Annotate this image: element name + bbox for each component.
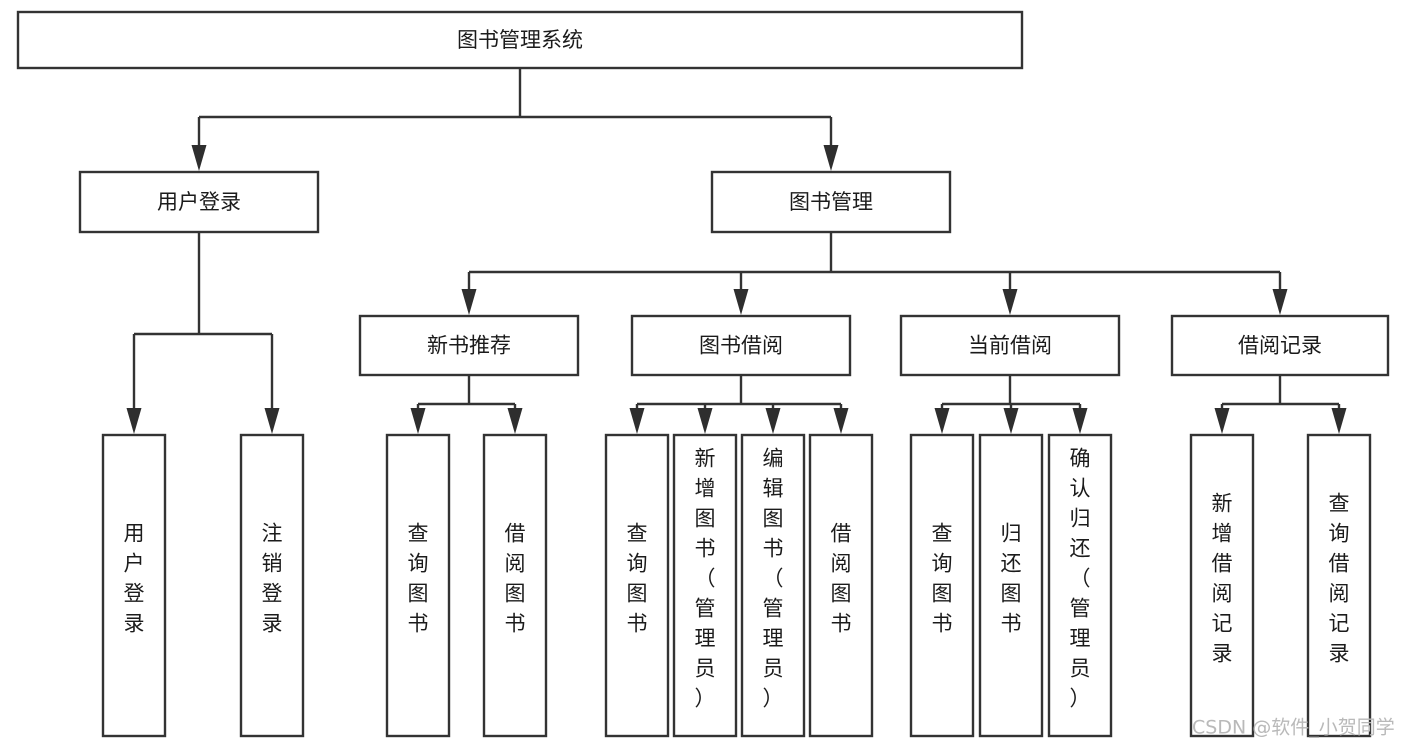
node-label-borrow-query-book: 查询图书 <box>627 522 648 636</box>
arrow-head-icon <box>1331 408 1347 434</box>
node-box-root[interactable] <box>16 10 1024 70</box>
node-user-logout[interactable]: 注销登录 <box>239 433 305 738</box>
node-box-book-borrow[interactable] <box>630 314 852 377</box>
node-label-new-book-rec: 新书推荐 <box>427 334 511 358</box>
arrow-head-icon <box>697 408 713 434</box>
node-label-user-login-do: 用户登录 <box>124 522 145 636</box>
node-box-user-logout[interactable] <box>239 433 305 738</box>
node-cur-return-book[interactable]: 归还图书 <box>978 433 1044 738</box>
node-label-rec-add-record: 新增借阅记录 <box>1212 492 1233 666</box>
node-rec-add-record[interactable]: 新增借阅记录 <box>1189 433 1255 738</box>
node-new-book-rec[interactable]: 新书推荐 <box>358 314 580 377</box>
connector-group-root <box>191 68 839 171</box>
connector-group-user-login <box>126 232 280 434</box>
node-borrow-query-book[interactable]: 查询图书 <box>604 433 670 738</box>
arrow-head-icon <box>765 408 781 434</box>
arrow-head-icon <box>833 408 849 434</box>
node-box-new-book-rec[interactable] <box>358 314 580 377</box>
arrow-head-icon <box>823 145 839 171</box>
node-label-rec-query-book: 查询图书 <box>408 522 429 636</box>
node-box-borrow-do-borrow[interactable] <box>808 433 874 738</box>
node-label-book-borrow: 图书借阅 <box>699 334 783 358</box>
node-box-user-login[interactable] <box>78 170 320 234</box>
node-label-borrow-record: 借阅记录 <box>1238 334 1322 358</box>
arrow-head-icon <box>1272 289 1288 315</box>
connector-layer <box>126 68 1347 434</box>
node-label-rec-query-record: 查询借阅记录 <box>1329 492 1350 666</box>
node-label-borrow-do-borrow: 借阅图书 <box>831 522 852 636</box>
node-box-borrow-query-book[interactable] <box>604 433 670 738</box>
node-box-rec-add-record[interactable] <box>1189 433 1255 738</box>
node-box-rec-query-book[interactable] <box>385 433 451 738</box>
arrow-head-icon <box>733 289 749 315</box>
node-borrow-add-book[interactable]: 新增图书（管理员） <box>672 433 738 738</box>
node-box-borrow-edit-book[interactable] <box>740 433 806 738</box>
arrow-head-icon <box>191 145 207 171</box>
connector-group-current-borrow <box>934 375 1088 434</box>
node-user-login[interactable]: 用户登录 <box>78 170 320 234</box>
node-rec-borrow-book[interactable]: 借阅图书 <box>482 433 548 738</box>
arrow-head-icon <box>507 408 523 434</box>
node-box-borrow-add-book[interactable] <box>672 433 738 738</box>
node-label-borrow-edit-book: 编辑图书（管理员） <box>763 447 784 711</box>
arrow-head-icon <box>461 289 477 315</box>
connector-group-borrow-record <box>1214 375 1347 434</box>
node-box-rec-query-record[interactable] <box>1306 433 1372 738</box>
connector-group-book-borrow <box>629 375 849 434</box>
node-borrow-edit-book[interactable]: 编辑图书（管理员） <box>740 433 806 738</box>
node-user-login-do[interactable]: 用户登录 <box>101 433 167 738</box>
node-label-cur-query-book: 查询图书 <box>932 522 953 636</box>
node-box-cur-confirm-return[interactable] <box>1047 433 1113 738</box>
node-current-borrow[interactable]: 当前借阅 <box>899 314 1121 377</box>
arrow-head-icon <box>126 408 142 434</box>
node-book-manage[interactable]: 图书管理 <box>710 170 952 234</box>
node-label-book-manage: 图书管理 <box>789 190 873 214</box>
node-box-user-login-do[interactable] <box>101 433 167 738</box>
node-label-cur-return-book: 归还图书 <box>1001 522 1022 636</box>
node-box-book-manage[interactable] <box>710 170 952 234</box>
node-box-cur-query-book[interactable] <box>909 433 975 738</box>
node-label-cur-confirm-return: 确认归还（管理员） <box>1070 447 1091 711</box>
arrow-head-icon <box>410 408 426 434</box>
watermark-label: CSDN @软件_小贺同学 <box>1192 717 1395 739</box>
connector-group-new-book-rec <box>410 375 523 434</box>
node-box-cur-return-book[interactable] <box>978 433 1044 738</box>
node-label-user-login: 用户登录 <box>157 190 241 214</box>
node-label-user-logout: 注销登录 <box>262 522 283 636</box>
node-box-current-borrow[interactable] <box>899 314 1121 377</box>
arrow-head-icon <box>264 408 280 434</box>
node-box-borrow-record[interactable] <box>1170 314 1390 377</box>
node-cur-confirm-return[interactable]: 确认归还（管理员） <box>1047 433 1113 738</box>
node-borrow-do-borrow[interactable]: 借阅图书 <box>808 433 874 738</box>
node-label-current-borrow: 当前借阅 <box>968 334 1052 358</box>
node-label-rec-borrow-book: 借阅图书 <box>505 522 526 636</box>
node-label-borrow-add-book: 新增图书（管理员） <box>695 447 716 711</box>
arrow-head-icon <box>1003 408 1019 434</box>
node-book-borrow[interactable]: 图书借阅 <box>630 314 852 377</box>
node-borrow-record[interactable]: 借阅记录 <box>1170 314 1390 377</box>
node-root[interactable]: 图书管理系统 <box>16 10 1024 70</box>
arrow-head-icon <box>629 408 645 434</box>
node-layer: 图书管理系统用户登录图书管理新书推荐图书借阅当前借阅借阅记录用户登录注销登录查询… <box>16 10 1390 738</box>
node-label-root: 图书管理系统 <box>457 28 583 52</box>
arrow-head-icon <box>1214 408 1230 434</box>
node-rec-query-record[interactable]: 查询借阅记录 <box>1306 433 1372 738</box>
node-box-rec-borrow-book[interactable] <box>482 433 548 738</box>
node-rec-query-book[interactable]: 查询图书 <box>385 433 451 738</box>
arrow-head-icon <box>934 408 950 434</box>
node-cur-query-book[interactable]: 查询图书 <box>909 433 975 738</box>
arrow-head-icon <box>1002 289 1018 315</box>
connector-group-book-manage <box>461 232 1288 315</box>
arrow-head-icon <box>1072 408 1088 434</box>
